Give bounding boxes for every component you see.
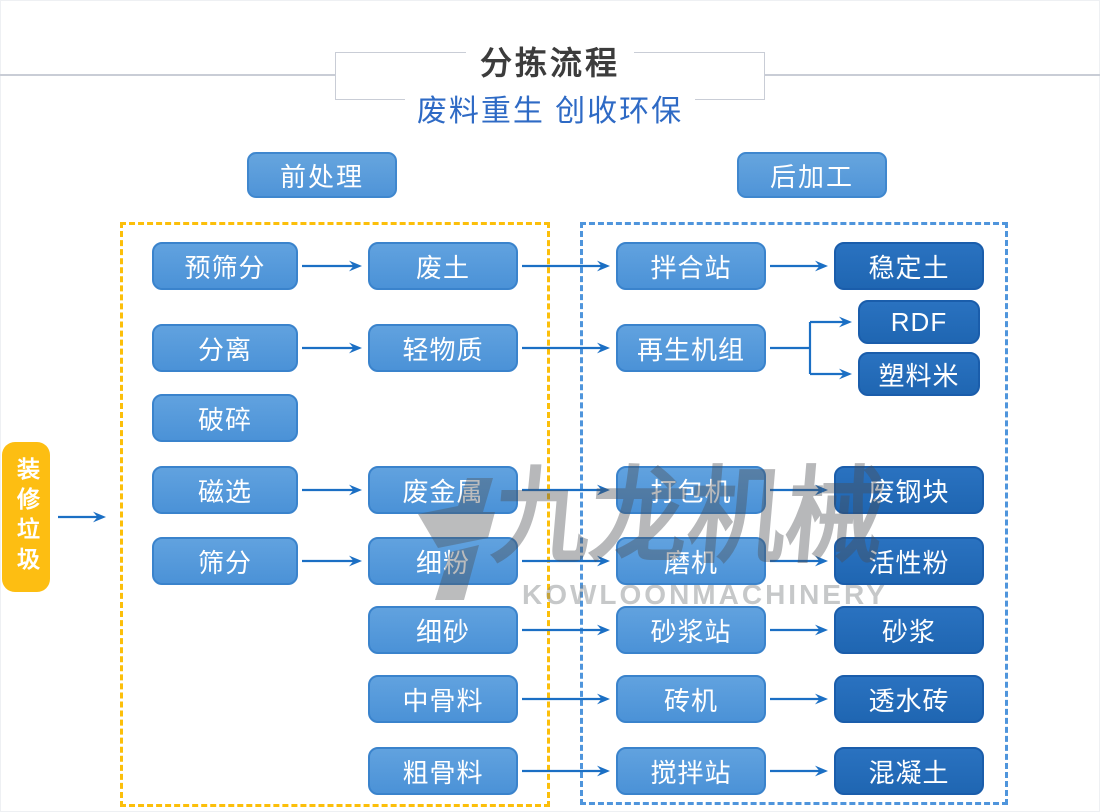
flow-node-sulami: 塑料米	[858, 352, 980, 396]
post-processing-label: 后加工	[737, 152, 887, 198]
flow-node-qingwuzhi: 轻物质	[368, 324, 518, 372]
flow-node-wendingtu: 稳定土	[834, 242, 984, 290]
flow-node-toushuizhuan: 透水砖	[834, 675, 984, 723]
post-processing-zone	[580, 222, 1008, 805]
flow-node-feigangkuai: 废钢块	[834, 466, 984, 514]
flow-node-fenli: 分离	[152, 324, 298, 372]
flow-node-shajiangzhan: 砂浆站	[616, 606, 766, 654]
flow-node-shaifen: 筛分	[152, 537, 298, 585]
flow-node-dabaoji: 打包机	[616, 466, 766, 514]
flow-node-feitu: 废土	[368, 242, 518, 290]
flow-node-banhezhan: 拌合站	[616, 242, 766, 290]
flow-node-hunningtu: 混凝土	[834, 747, 984, 795]
flow-node-shajiang: 砂浆	[834, 606, 984, 654]
flow-node-feijinshu: 废金属	[368, 466, 518, 514]
flow-node-xisha: 细砂	[368, 606, 518, 654]
flow-node-rdf: RDF	[858, 300, 980, 344]
flow-node-cuguliao: 粗骨料	[368, 747, 518, 795]
flow-node-xifen: 细粉	[368, 537, 518, 585]
flow-node-source: 装修垃圾	[2, 442, 50, 592]
flow-node-zaishengjizu: 再生机组	[616, 324, 766, 372]
flow-node-posui: 破碎	[152, 394, 298, 442]
source-label: 装修垃圾	[13, 457, 40, 577]
flow-node-jiaobanzhan: 搅拌站	[616, 747, 766, 795]
header-divider-right	[764, 74, 1100, 76]
header-frame	[335, 52, 765, 100]
pre-processing-zone	[120, 222, 550, 807]
flow-node-zhuanji: 砖机	[616, 675, 766, 723]
header-divider-left	[0, 74, 336, 76]
pre-processing-label: 前处理	[247, 152, 397, 198]
flow-node-zhongguliao: 中骨料	[368, 675, 518, 723]
flow-node-cixuan: 磁选	[152, 466, 298, 514]
flow-node-yushaifen: 预筛分	[152, 242, 298, 290]
flow-node-moji: 磨机	[616, 537, 766, 585]
flow-node-huoxingfen: 活性粉	[834, 537, 984, 585]
